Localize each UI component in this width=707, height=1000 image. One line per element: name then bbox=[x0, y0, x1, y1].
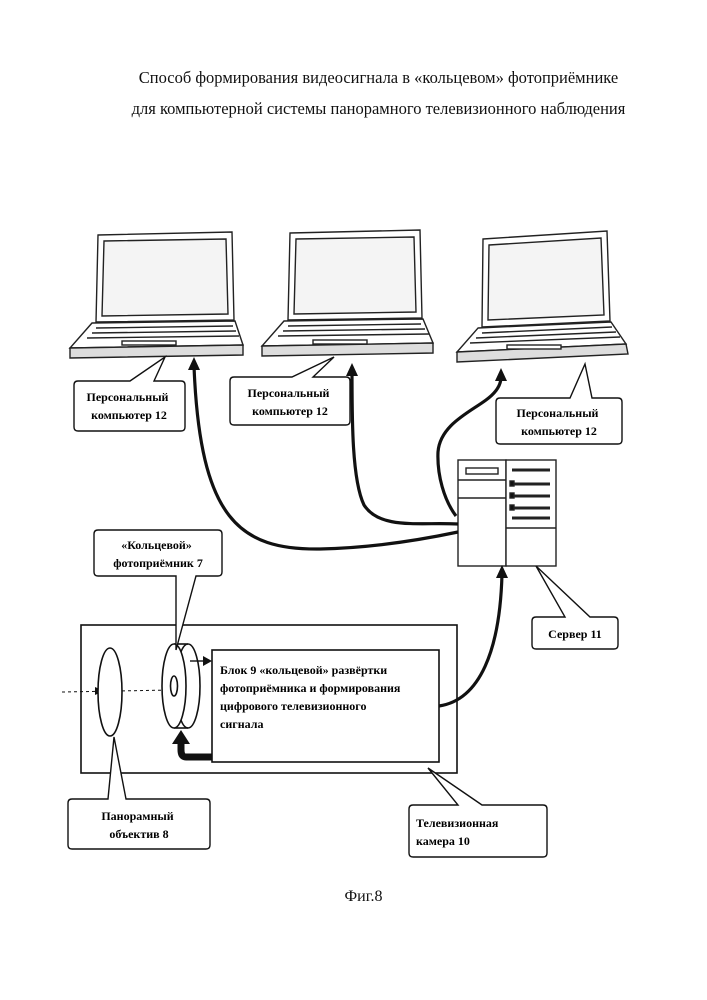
block9-line1: Блок 9 «кольцевой» развёртки bbox=[220, 663, 387, 677]
server-icon bbox=[458, 460, 556, 566]
block9-line3: цифрового телевизионного bbox=[220, 699, 366, 713]
laptop-2 bbox=[262, 230, 433, 356]
ring-photoreceiver-label-line2: фотоприёмник 7 bbox=[113, 556, 203, 570]
laptop-3 bbox=[457, 231, 628, 362]
panoramic-lens-icon bbox=[98, 648, 122, 736]
svg-text:Сервер 11: Сервер 11 bbox=[548, 627, 602, 641]
pc3-label-line2: компьютер 12 bbox=[521, 424, 597, 438]
server-label: Сервер 11 bbox=[548, 627, 602, 641]
pc2-label-line2: компьютер 12 bbox=[252, 404, 328, 418]
pc2-label-line1: Персональный bbox=[248, 386, 330, 400]
lens-label-line2: объектив 8 bbox=[109, 827, 168, 841]
camera-label-line1: Телевизионная bbox=[416, 816, 499, 830]
pc3-label-line1: Персональный bbox=[517, 406, 599, 420]
ring-photoreceiver-icon bbox=[162, 644, 200, 728]
pc1-label-line2: компьютер 12 bbox=[91, 408, 167, 422]
ring-photoreceiver-label-line1: «Кольцевой» bbox=[121, 538, 192, 552]
block9-line2: фотоприёмника и формирования bbox=[220, 681, 401, 695]
figure-caption: Фиг.8 bbox=[0, 888, 707, 906]
block9-line4: сигнала bbox=[220, 717, 263, 731]
laptop-1 bbox=[70, 232, 243, 358]
lens-label-line1: Панорамный bbox=[101, 809, 173, 823]
pc1-label-line1: Персональный bbox=[87, 390, 169, 404]
camera-label-line2: камера 10 bbox=[416, 834, 470, 848]
